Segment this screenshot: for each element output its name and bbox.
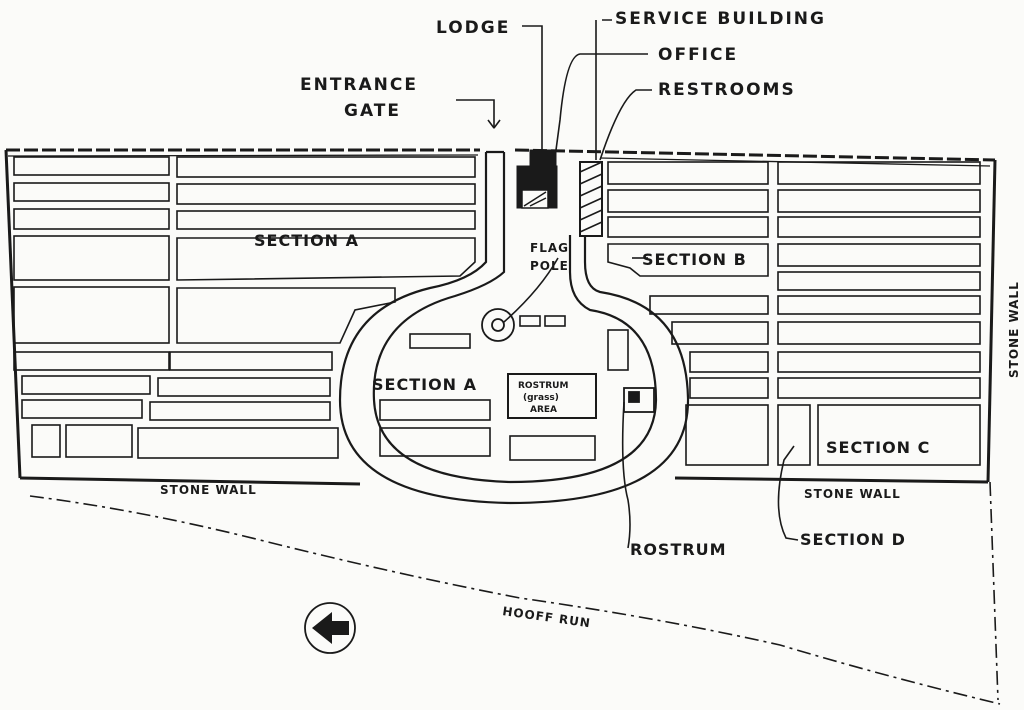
rostrum-structure (623, 387, 655, 413)
rostrum-area-label-line2: (grass) (523, 393, 559, 403)
stone-wall-southeast-label: STONE WALL (804, 487, 901, 501)
rostrum-area-label-line1: ROSTRUM (518, 381, 568, 391)
section-c-label: SECTION C (826, 438, 930, 457)
stone-wall-east-label: STONE WALL (1007, 281, 1021, 378)
leader-lines (456, 19, 799, 549)
rostrum-grass-area (507, 373, 597, 419)
section-c-plots (777, 161, 981, 466)
cemetery-boundary (4, 148, 997, 486)
entrance-gate-label-line1: ENTRANCE (300, 75, 418, 95)
lodge-label: LODGE (436, 18, 510, 38)
section-b-plots (607, 161, 769, 466)
section-a-west-plots (13, 156, 476, 459)
lodge-building (516, 149, 558, 209)
east-boundary-stream (989, 481, 999, 701)
hooff-run-label: HOOFF RUN (502, 604, 592, 630)
section-d-label: SECTION D (800, 530, 906, 549)
flag-pole-label-line2: POLE (530, 259, 569, 273)
rostrum-label: ROSTRUM (630, 540, 727, 559)
stone-wall-south-label: STONE WALL (160, 483, 257, 497)
inner-ring-plots (379, 315, 629, 461)
office-label: OFFICE (658, 45, 738, 65)
entrance-gate-label-line2: GATE (344, 101, 401, 121)
north-arrow-icon (304, 602, 356, 654)
hooff-run-stream (29, 495, 1001, 705)
flag-pole-icon (481, 308, 515, 342)
restrooms-label: RESTROOMS (658, 80, 796, 100)
section-a-west-label: SECTION A (254, 231, 359, 250)
rostrum-area-label-line3: AREA (530, 405, 557, 415)
entrance-drive (338, 150, 690, 505)
section-b-label: SECTION B (642, 250, 747, 269)
service-building (579, 161, 603, 237)
service-building-label: SERVICE BUILDING (615, 9, 826, 29)
section-a-inner-label: SECTION A (372, 375, 477, 394)
section-d-plot (777, 404, 811, 466)
flag-pole-label-line1: FLAG (530, 241, 569, 255)
